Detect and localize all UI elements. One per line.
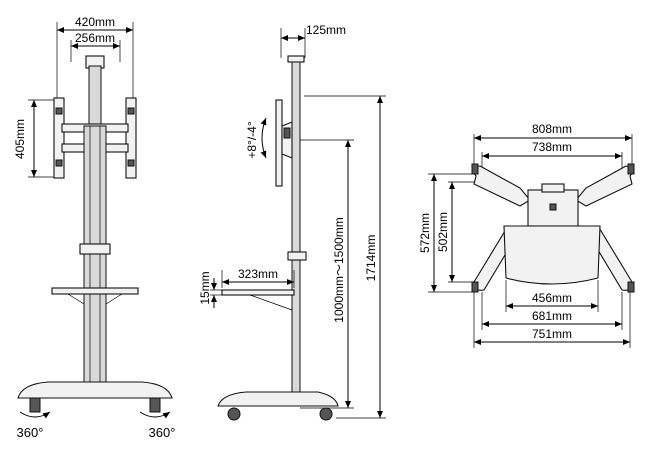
side-caster-right [319,407,333,421]
rear-right-leg [575,165,633,207]
height-collar [79,243,111,255]
left-caster [29,397,41,413]
height-label: 405mm [13,119,27,159]
inner-width-label: 738mm [532,140,572,154]
depth-label: 125mm [306,23,346,37]
av-shelf [51,287,139,295]
tilt-bracket [281,121,293,159]
base-width-label: 751mm [532,327,572,341]
right-caster [149,397,161,413]
side-top-cap [287,55,305,63]
front-view: 420mm 256mm 405mm [13,15,175,440]
side-base [217,391,339,407]
shelf-width-label: 456mm [532,291,572,305]
adjust-range-label: 1000mm～1500mm [332,217,346,322]
front-base [17,381,173,399]
inner-depth-label: 502mm [436,212,450,252]
tilt-arc [260,117,267,159]
left-mount-bracket [53,97,65,179]
tilt-label: +8°/-4° [245,121,259,158]
shelf-thickness-label: 15mm [198,271,212,304]
side-display-plate [275,99,283,187]
outer-depth-label: 572mm [418,213,432,253]
outer-width-label: 808mm [532,122,572,136]
right-mount-bracket [125,97,137,179]
rear-left-leg [473,165,531,207]
base-mid-label: 681mm [532,309,572,323]
side-view: 125mm +8°/-4° 323mm 15mm 1000mm～1500mm [198,23,386,421]
vesa-label: 256mm [75,31,115,45]
upper-post [88,65,102,127]
total-height-label: 1714mm [364,235,378,282]
base-view: 808mm 738mm 572mm 502mm 456m [418,122,635,348]
side-column [291,61,301,393]
side-collar [287,251,307,261]
rotation-right-label: 360° [149,425,176,440]
side-caster-left [227,407,241,421]
main-column [83,125,107,385]
top-view-shelf [503,225,601,285]
width-label: 420mm [75,15,115,29]
hub-handle [541,183,565,193]
rotation-left-label: 360° [17,425,44,440]
side-shelf [221,289,295,296]
shelf-depth-label: 323mm [238,267,278,281]
